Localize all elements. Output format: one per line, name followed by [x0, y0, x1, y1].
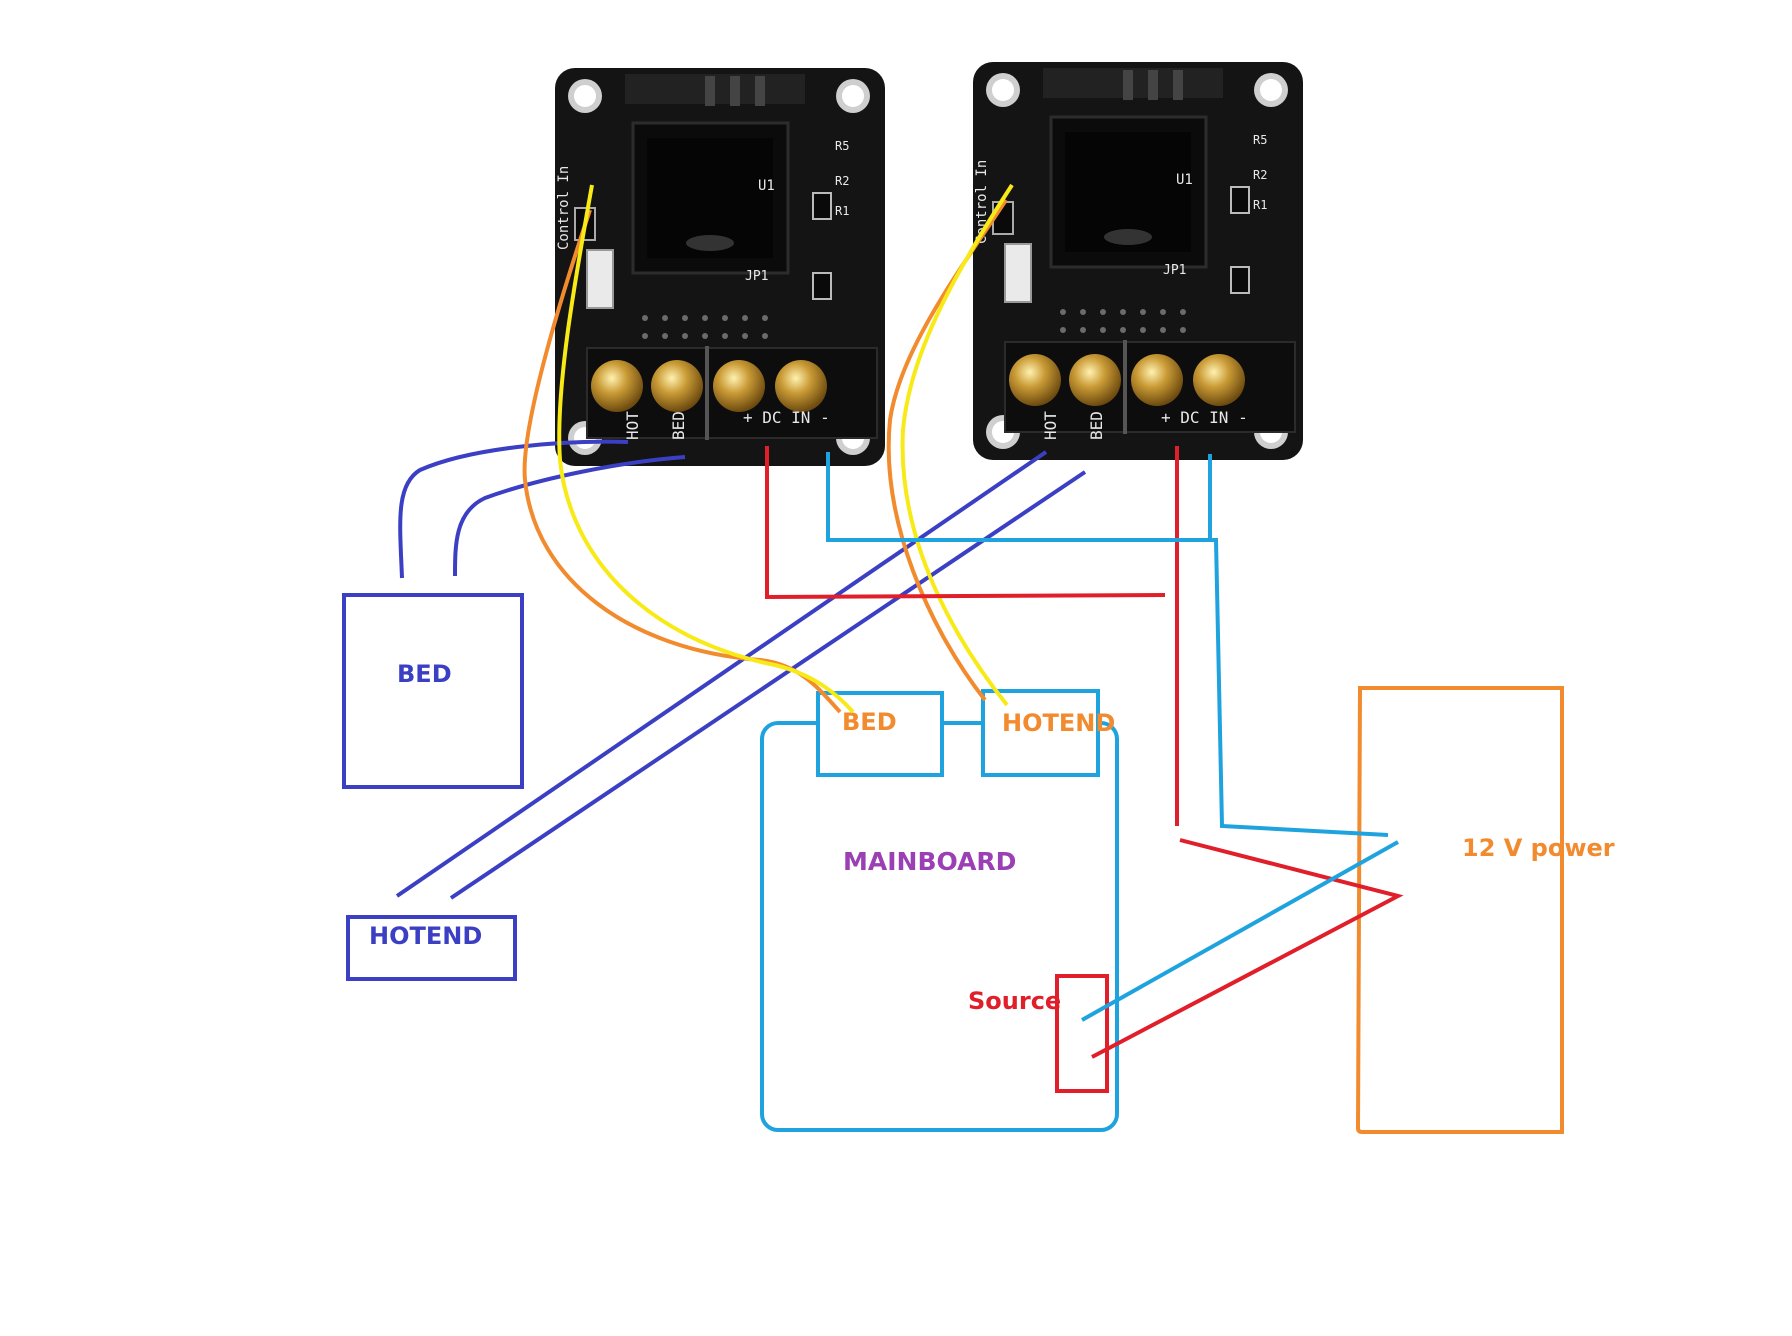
wire-control-1-yellow	[557, 184, 855, 714]
module-1-hot-label: HOT	[623, 411, 642, 440]
bed-box	[342, 593, 524, 789]
power-supply-box	[1355, 686, 1564, 1134]
module-2-r5-label: R5	[1253, 133, 1267, 147]
wire-bed-1	[398, 439, 629, 579]
source-connector	[1055, 974, 1109, 1093]
module-1-u-label: U1	[758, 178, 775, 194]
module-1-jp-label: JP1	[745, 269, 768, 284]
module-1-control-label: Control In	[556, 166, 572, 250]
module-2-u-label: U1	[1176, 172, 1193, 188]
wire-bed-2	[453, 455, 686, 577]
module-2-jp-label: JP1	[1163, 263, 1186, 278]
module-2-dc-in-label: + DC IN -	[1161, 408, 1248, 427]
wire-dc-negative-1	[826, 452, 1215, 542]
wire-dc-positive-1	[765, 446, 1166, 600]
wire-hotend-2	[449, 470, 1087, 900]
wire-hotend-1	[395, 450, 1048, 898]
source-label: Source	[968, 987, 1061, 1015]
power-label: 12 V power	[1462, 834, 1615, 862]
module-2-r2-label: R2	[1253, 168, 1267, 182]
module-1-bed-label: BED	[669, 411, 688, 440]
wire-dc-negative-2	[1208, 454, 1389, 837]
module-2-bed-label: BED	[1087, 411, 1106, 440]
mosfet-module-2: Control In U1 JP1 R5 R2 R1 HOT BED + DC …	[971, 60, 1305, 462]
mainboard-label: MAINBOARD	[843, 847, 1016, 876]
module-1-dc-in-label: + DC IN -	[743, 408, 830, 427]
wire-dc-positive-main	[1091, 838, 1404, 1059]
mainboard-bed-connector	[816, 691, 944, 777]
mainboard-hotend-label: HOTEND	[1002, 709, 1115, 737]
module-2-hot-label: HOT	[1041, 411, 1060, 440]
wire-dc-negative-main	[1081, 840, 1399, 1022]
hotend-box	[346, 915, 517, 981]
module-1-r1-label: R1	[835, 204, 849, 218]
module-1-r2-label: R2	[835, 174, 849, 188]
mainboard-box	[760, 721, 1119, 1132]
module-1-r5-label: R5	[835, 139, 849, 153]
hotend-box-label: HOTEND	[369, 922, 482, 950]
mainboard-bed-label: BED	[842, 708, 897, 736]
module-2-r1-label: R1	[1253, 198, 1267, 212]
wire-control-2-yellow	[900, 183, 1014, 707]
bed-box-label: BED	[397, 660, 452, 688]
mainboard-hotend-connector	[981, 689, 1100, 777]
mosfet-module-1: Control In U1 JP1 R5 R2 R1 HOT BED + DC …	[553, 66, 887, 468]
